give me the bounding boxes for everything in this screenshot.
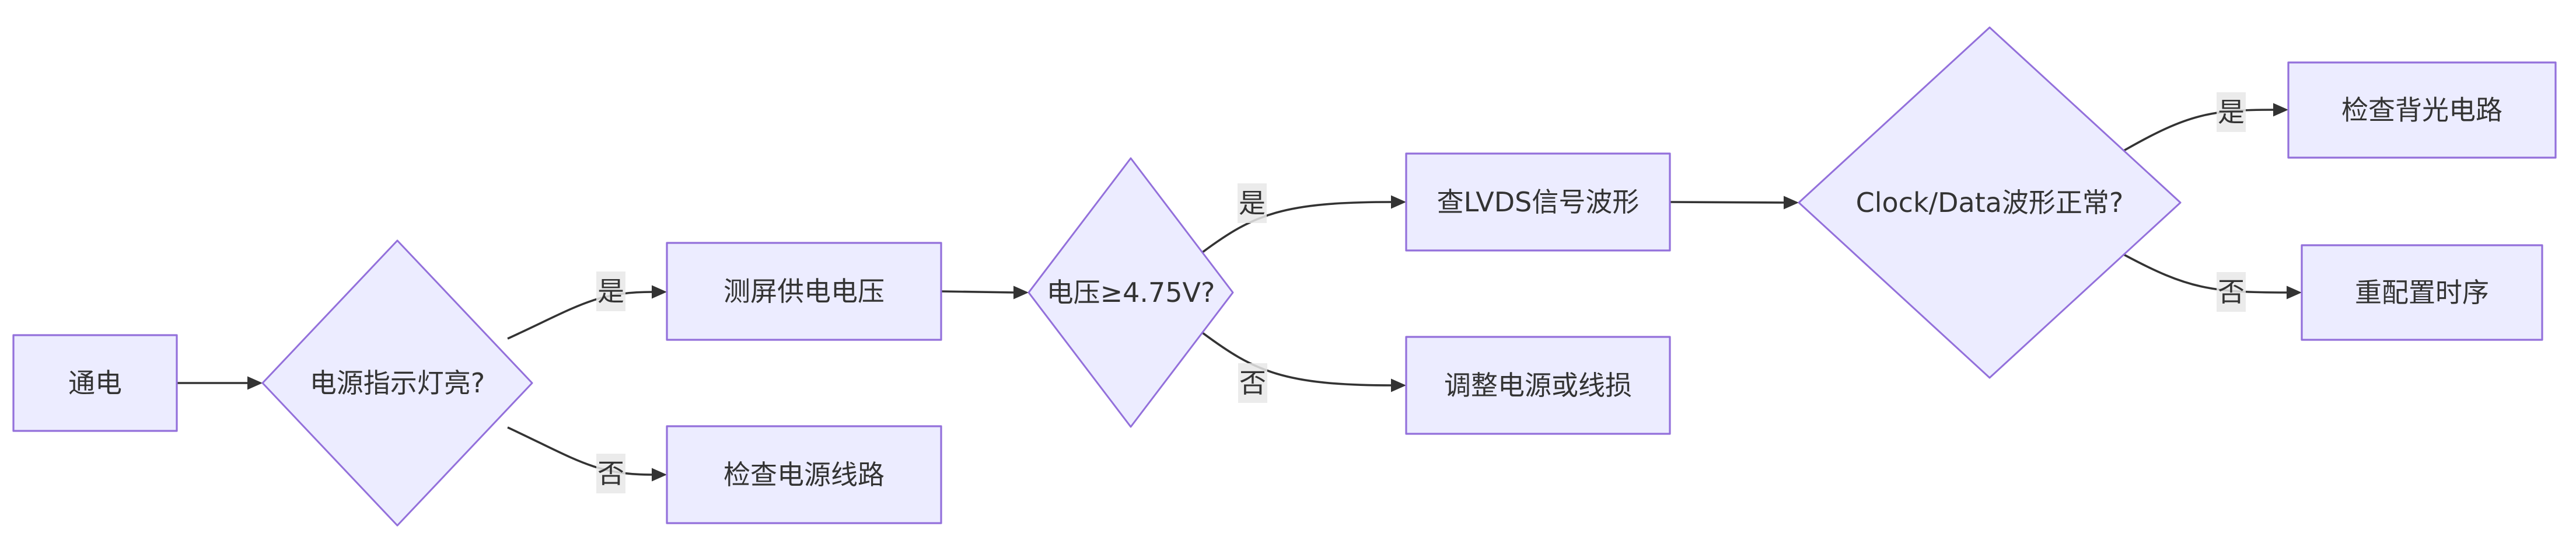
arrowhead-icon — [1391, 195, 1406, 209]
edge-label-bg — [1238, 363, 1267, 403]
node-label: 电压≥4.75V? — [1047, 277, 1215, 308]
arrowhead-icon — [2287, 286, 2302, 300]
node-shape-rect — [2287, 61, 2557, 159]
edge-label-no-power-led-lit: 否 — [596, 454, 625, 493]
node-label: 电源指示灯亮? — [310, 367, 485, 399]
edge-path — [507, 291, 653, 340]
edge-power-led-lit-to-check-power-wiring — [507, 426, 667, 482]
node-shape-rect — [1405, 336, 1671, 435]
edge-path — [1201, 332, 1393, 387]
flowchart-node-check-lvds-waveform: 查LVDS信号波形 — [1405, 152, 1671, 252]
arrowhead-icon — [652, 468, 667, 482]
edge-path — [1201, 201, 1393, 253]
arrowhead-icon — [1391, 378, 1406, 392]
node-shape-rect — [666, 242, 942, 341]
edge-label-text: 否 — [597, 458, 624, 489]
node-label: Clock/Data波形正常? — [1856, 187, 2124, 218]
edge-path — [1669, 201, 1785, 204]
edge-check-lvds-waveform-to-clock-data-waveform-ok — [1669, 196, 1799, 210]
node-label: 调整电源或线损 — [1444, 370, 1632, 401]
edge-label-yes-voltage-ge-4v75: 是 — [1238, 183, 1267, 223]
edge-label-yes-power-led-lit: 是 — [596, 272, 625, 311]
flowchart-node-adjust-power-or-loss: 调整电源或线损 — [1405, 336, 1671, 435]
edge-voltage-ge-4v75-to-adjust-power-or-loss — [1201, 332, 1406, 392]
flowchart-node-power-led-lit: 电源指示灯亮? — [261, 239, 533, 527]
edge-voltage-ge-4v75-to-check-lvds-waveform — [1201, 195, 1406, 253]
edge-label-no-clock-data-waveform-ok: 否 — [2217, 272, 2246, 312]
edge-label-text: 否 — [1239, 367, 1266, 399]
node-label: 检查电源线路 — [723, 459, 885, 490]
edge-power-led-lit-to-measure-panel-voltage — [507, 285, 667, 340]
flowchart-node-clock-data-waveform-ok: Clock/Data波形正常? — [1798, 26, 2182, 379]
arrowhead-icon — [247, 376, 263, 390]
edge-label-text: 是 — [2218, 96, 2245, 128]
arrowhead-icon — [652, 285, 667, 299]
edge-label-no-voltage-ge-4v75: 否 — [1238, 363, 1267, 403]
flowchart-node-reconfigure-timing: 重配置时序 — [2301, 244, 2543, 341]
node-label: 测屏供电电压 — [723, 276, 885, 307]
edge-clock-data-waveform-ok-to-reconfigure-timing — [2123, 253, 2302, 300]
node-label: 通电 — [68, 367, 122, 399]
edges-layer — [177, 103, 2302, 482]
arrowhead-icon — [1013, 286, 1029, 300]
edge-label-bg — [2217, 272, 2246, 312]
edge-label-text: 是 — [1239, 187, 1266, 219]
node-shape-diamond — [1027, 157, 1234, 428]
edge-path — [2123, 253, 2288, 294]
node-label: 重配置时序 — [2355, 277, 2489, 308]
flowchart-node-check-backlight-circuit: 检查背光电路 — [2287, 61, 2557, 159]
edge-measure-panel-voltage-to-voltage-ge-4v75 — [941, 286, 1029, 300]
edge-label-bg — [596, 454, 625, 493]
edge-label-bg — [596, 272, 625, 311]
node-shape-diamond — [1798, 26, 2182, 379]
node-shape-rect — [12, 334, 178, 432]
edge-clock-data-waveform-ok-to-check-backlight-circuit — [2123, 103, 2288, 152]
flowchart-node-check-power-wiring: 检查电源线路 — [666, 425, 942, 524]
flowchart-node-voltage-ge-4v75: 电压≥4.75V? — [1027, 157, 1234, 428]
node-shape-diamond — [261, 239, 533, 527]
edge-path — [2123, 109, 2275, 152]
flowchart-node-power-on: 通电 — [12, 334, 178, 432]
edge-label-yes-clock-data-waveform-ok: 是 — [2217, 92, 2246, 132]
edge-path — [941, 290, 1015, 294]
arrowhead-icon — [1784, 196, 1799, 210]
edge-label-bg — [2217, 92, 2246, 132]
edge-path — [507, 426, 653, 476]
node-shape-rect — [666, 425, 942, 524]
node-shape-rect — [1405, 152, 1671, 252]
node-label: 查LVDS信号波形 — [1437, 186, 1640, 218]
edge-label-bg — [1238, 183, 1267, 223]
edge-label-text: 是 — [597, 276, 624, 307]
node-label: 检查背光电路 — [2341, 95, 2502, 126]
flowchart-node-measure-panel-voltage: 测屏供电电压 — [666, 242, 942, 341]
node-shape-rect — [2301, 244, 2543, 341]
arrowhead-icon — [2273, 103, 2288, 117]
edge-power-on-to-power-led-lit — [177, 376, 263, 390]
edge-label-text: 否 — [2218, 276, 2245, 308]
